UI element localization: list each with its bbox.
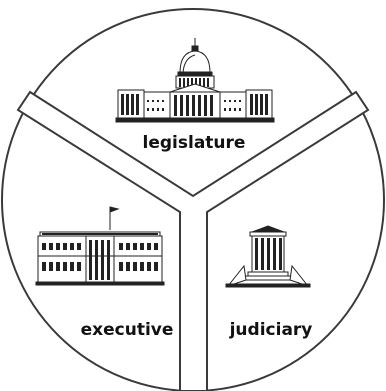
capitol-building-icon [115,38,275,123]
legislature-label: legislature [143,133,246,153]
executive-label: executive [81,320,174,340]
white-house-icon [35,206,165,286]
judiciary-label: judiciary [229,320,313,340]
section-dividers [16,90,370,391]
supreme-court-icon [225,225,311,288]
